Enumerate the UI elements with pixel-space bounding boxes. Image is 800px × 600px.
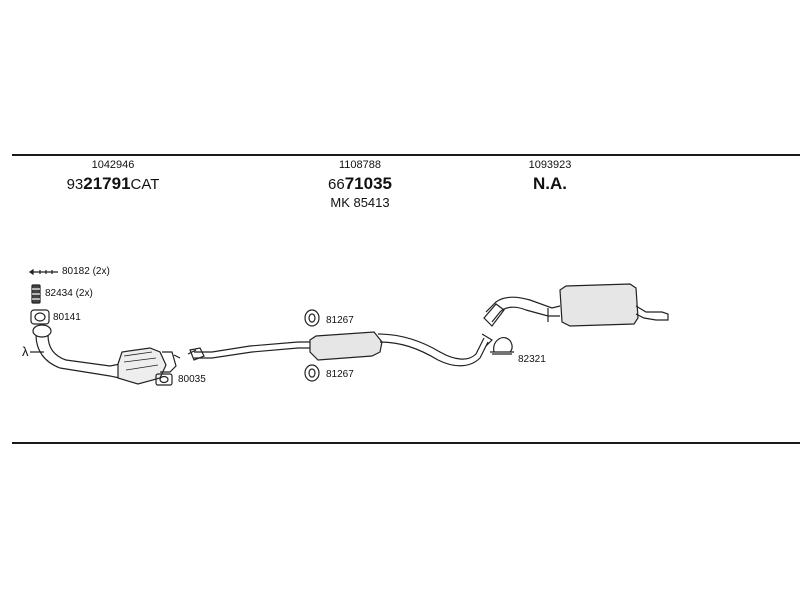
middle-ref-number: 1108788 (338, 159, 381, 171)
bottom-divider-line (12, 442, 800, 444)
catalyst-gasket-icon (155, 373, 173, 386)
clamp-icon (490, 337, 514, 355)
top-divider-line (12, 154, 800, 156)
rear-part-number: N.A. (533, 174, 567, 193)
rear-ref-number: 1093923 (528, 159, 572, 171)
spring-label: 82434 (2x) (45, 288, 93, 299)
spring-icon (31, 284, 41, 304)
front-pipe-with-catalytic-converter (32, 324, 181, 385)
middle-pipe-with-silencer (187, 331, 493, 367)
rear-section-header: 1093923 N.A. (495, 159, 605, 193)
catalyst-gasket-label: 80035 (178, 374, 206, 385)
middle-part-number: 6671035 (328, 174, 392, 193)
clamp-label: 82321 (518, 354, 546, 365)
upper-ring-icon (304, 309, 320, 327)
bolt-label: 80182 (2x) (62, 266, 110, 277)
middle-kit-number: MK 85413 (330, 195, 390, 210)
lambda-sensor-label: λ (22, 344, 29, 359)
front-section-header: 1042946 9321791CAT (58, 159, 168, 193)
middle-section-header: 1108788 6671035 MK 85413 (305, 159, 415, 210)
front-gasket-icon (30, 309, 50, 325)
front-gasket-label: 80141 (53, 312, 81, 323)
front-part-number: 9321791CAT (66, 174, 160, 193)
upper-ring-label: 81267 (326, 315, 354, 326)
front-ref-number: 1042946 (91, 159, 135, 171)
lower-ring-label: 81267 (326, 369, 354, 380)
rear-silencer-with-tailpipe (483, 283, 669, 327)
lower-ring-icon (304, 364, 320, 382)
bolt-icon (28, 268, 58, 276)
